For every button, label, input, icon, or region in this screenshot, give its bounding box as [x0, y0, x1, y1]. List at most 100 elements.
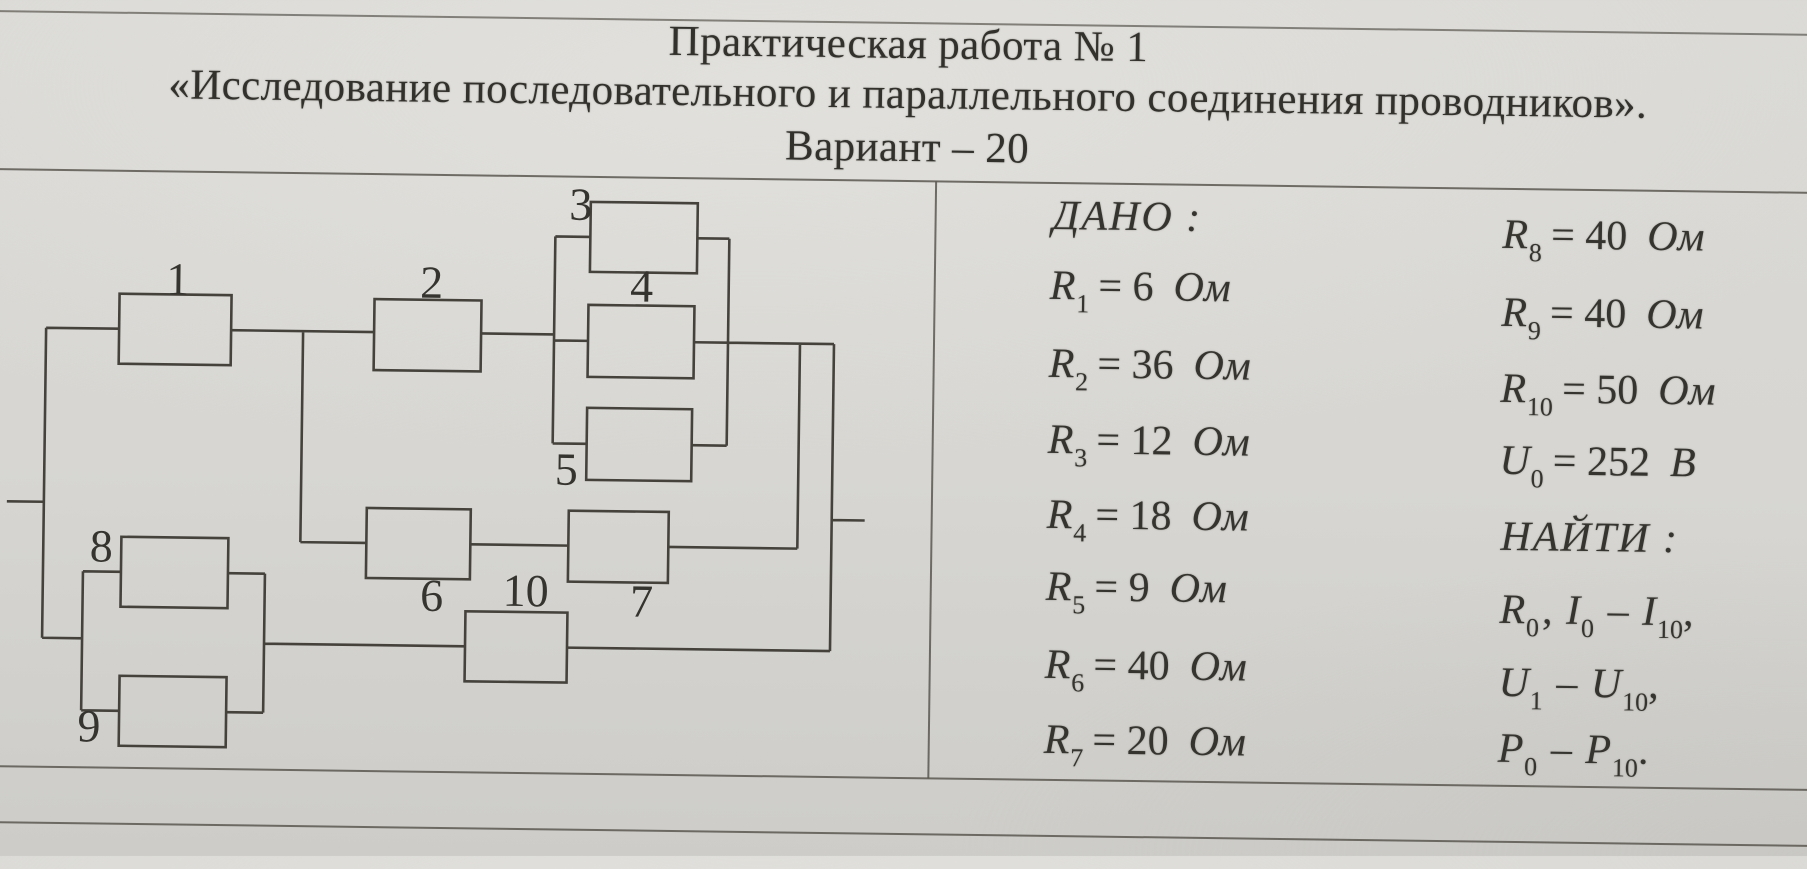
value: = 252 [1552, 438, 1651, 486]
resistor-4-box [586, 303, 696, 380]
resistor-7-label: 7 [630, 575, 654, 626]
unit: Ом [1189, 643, 1248, 691]
given-row-r2: R2 = 36 Ом [1048, 340, 1251, 400]
value: = 50 [1561, 366, 1639, 414]
separator: – [1596, 588, 1640, 635]
var-subscript: 0 [1525, 613, 1540, 643]
resistor-3-label: 3 [569, 179, 593, 230]
var-symbol: U [1498, 659, 1530, 707]
find-row-3: P0 – P10. [1497, 725, 1649, 784]
unit: Ом [1192, 418, 1251, 466]
circuit-wires [6, 235, 865, 714]
var-symbol: U [1590, 661, 1622, 708]
unit: Ом [1193, 342, 1252, 390]
var-subscript: 8 [1528, 238, 1543, 268]
resistor-5-box [584, 406, 694, 483]
given-row-r10: R10= 50 Ом [1500, 365, 1716, 425]
resistor-2-box [372, 297, 483, 373]
var-subscript: 3 [1073, 443, 1088, 473]
given-row-r3: R3 = 12 Ом [1047, 416, 1250, 476]
unit: Ом [1169, 565, 1228, 613]
var-subscript: 10 [1611, 753, 1639, 783]
var-symbol: R [1044, 641, 1071, 689]
resistor-2-label: 2 [420, 257, 444, 308]
lower-rule [0, 819, 1807, 849]
separator: – [1540, 726, 1583, 773]
resistor-3-box [588, 200, 700, 275]
given-row-r4: R4 = 18 Ом [1046, 491, 1249, 551]
resistor-1-label: 1 [166, 253, 190, 304]
punctuation: . [1637, 727, 1649, 774]
resistor-5-label: 5 [554, 443, 578, 494]
find-row-1: R0, I0 – I10, [1499, 586, 1694, 646]
var-subscript: 9 [1527, 316, 1542, 346]
var-symbol: U [1499, 437, 1531, 485]
unit: Ом [1645, 291, 1704, 339]
given-row-r9: R9= 40 Ом [1501, 289, 1704, 349]
find-row-2: U1 – U10, [1498, 659, 1659, 718]
resistor-10-box [463, 609, 569, 684]
value: = 18 [1095, 492, 1172, 540]
var-symbol: R [1046, 491, 1073, 539]
var-symbol: R [1047, 416, 1074, 464]
var-symbol: I [1641, 588, 1657, 635]
var-subscript: 4 [1073, 518, 1087, 548]
var-symbol: R [1500, 365, 1527, 413]
column-divider [927, 181, 938, 779]
var-symbol: R [1501, 289, 1528, 337]
var-subscript: 1 [1529, 686, 1543, 716]
var-subscript: 0 [1580, 613, 1595, 644]
value: = 40 [1550, 212, 1628, 260]
var-symbol: R [1048, 340, 1075, 388]
value: = 12 [1096, 417, 1173, 465]
resistor-7-box [566, 509, 671, 585]
var-subscript: 2 [1074, 367, 1089, 397]
value: = 6 [1098, 263, 1154, 311]
var-symbol: P [1585, 726, 1612, 774]
given-heading: ДАНО : [1052, 192, 1203, 241]
value: = 40 [1093, 642, 1170, 690]
value: = 36 [1097, 341, 1174, 389]
var-subscript: 0 [1523, 752, 1538, 782]
var-subscript: 7 [1070, 743, 1084, 773]
value: = 40 [1549, 290, 1627, 338]
unit: Ом [1173, 264, 1232, 312]
var-subscript: 6 [1071, 668, 1085, 698]
resistor-6-box [364, 506, 473, 581]
unit: В [1669, 440, 1696, 487]
circuit-diagram: 1 2 3 4 5 6 7 8 9 10 [6, 179, 865, 752]
resistor-1-box [117, 292, 233, 367]
resistor-8-label: 8 [89, 520, 113, 571]
given-row-r5: R5 = 9 Ом [1045, 563, 1228, 622]
find-heading: НАЙТИ : [1500, 513, 1680, 563]
resistor-9-label: 9 [77, 700, 101, 751]
var-subscript: 10 [1656, 614, 1684, 645]
resistor-9-box [117, 674, 228, 749]
resistor-10-label: 10 [502, 565, 549, 617]
var-symbol: R [1049, 262, 1076, 310]
var-symbol: R [1045, 563, 1072, 611]
value: = 9 [1094, 564, 1150, 612]
resistor-8-box [119, 535, 230, 610]
var-subscript: 10 [1526, 392, 1554, 422]
unit: Ом [1191, 493, 1250, 541]
value: = 20 [1092, 717, 1169, 765]
var-symbol: P [1497, 725, 1524, 773]
var-symbol: I [1565, 587, 1581, 634]
punctuation: , [1647, 661, 1660, 708]
given-row-r6: R6 = 40 Ом [1044, 641, 1248, 701]
resistor-6-label: 6 [420, 570, 444, 621]
separator: – [1545, 660, 1589, 707]
var-subscript: 5 [1072, 590, 1086, 620]
var-symbol: R [1499, 586, 1526, 634]
unit: Ом [1657, 367, 1716, 415]
var-symbol: R [1502, 211, 1529, 259]
separator: , [1541, 587, 1564, 634]
unit: Ом [1188, 718, 1247, 766]
